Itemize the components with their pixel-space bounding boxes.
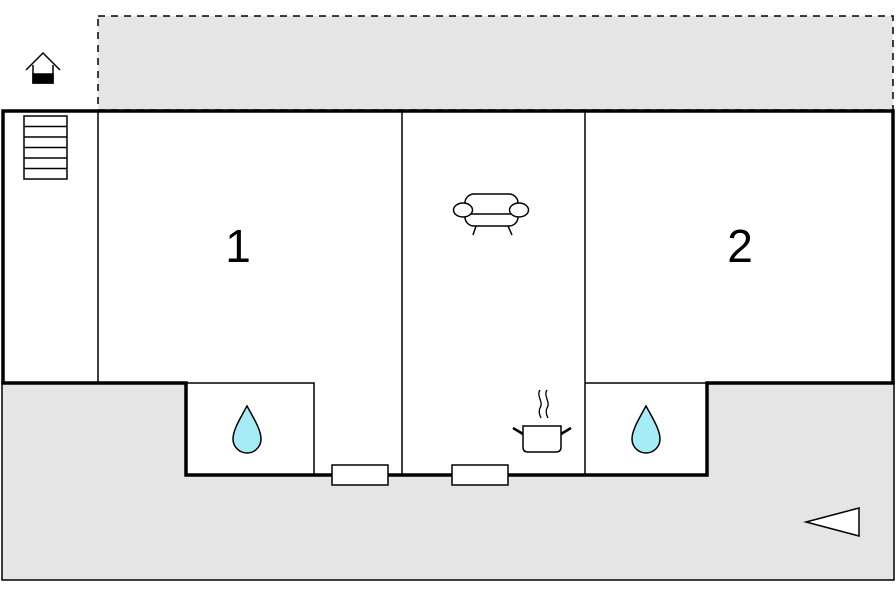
building-outline: [1, 109, 895, 477]
house-entrance-icon: [25, 51, 61, 84]
window: [451, 464, 509, 486]
stairs-icon: [23, 115, 68, 180]
room-2-label: 2: [727, 220, 753, 272]
cooking-pot-icon: [512, 389, 572, 453]
room-1-label: 1: [225, 220, 251, 272]
window: [331, 464, 389, 486]
sofa-icon: [452, 193, 530, 236]
interior-walls: [97, 111, 707, 475]
upper-terrace: [97, 15, 894, 111]
north-arrow-icon: [803, 507, 860, 537]
water-drop-icon: [631, 404, 661, 454]
water-drop-icon: [232, 404, 262, 454]
